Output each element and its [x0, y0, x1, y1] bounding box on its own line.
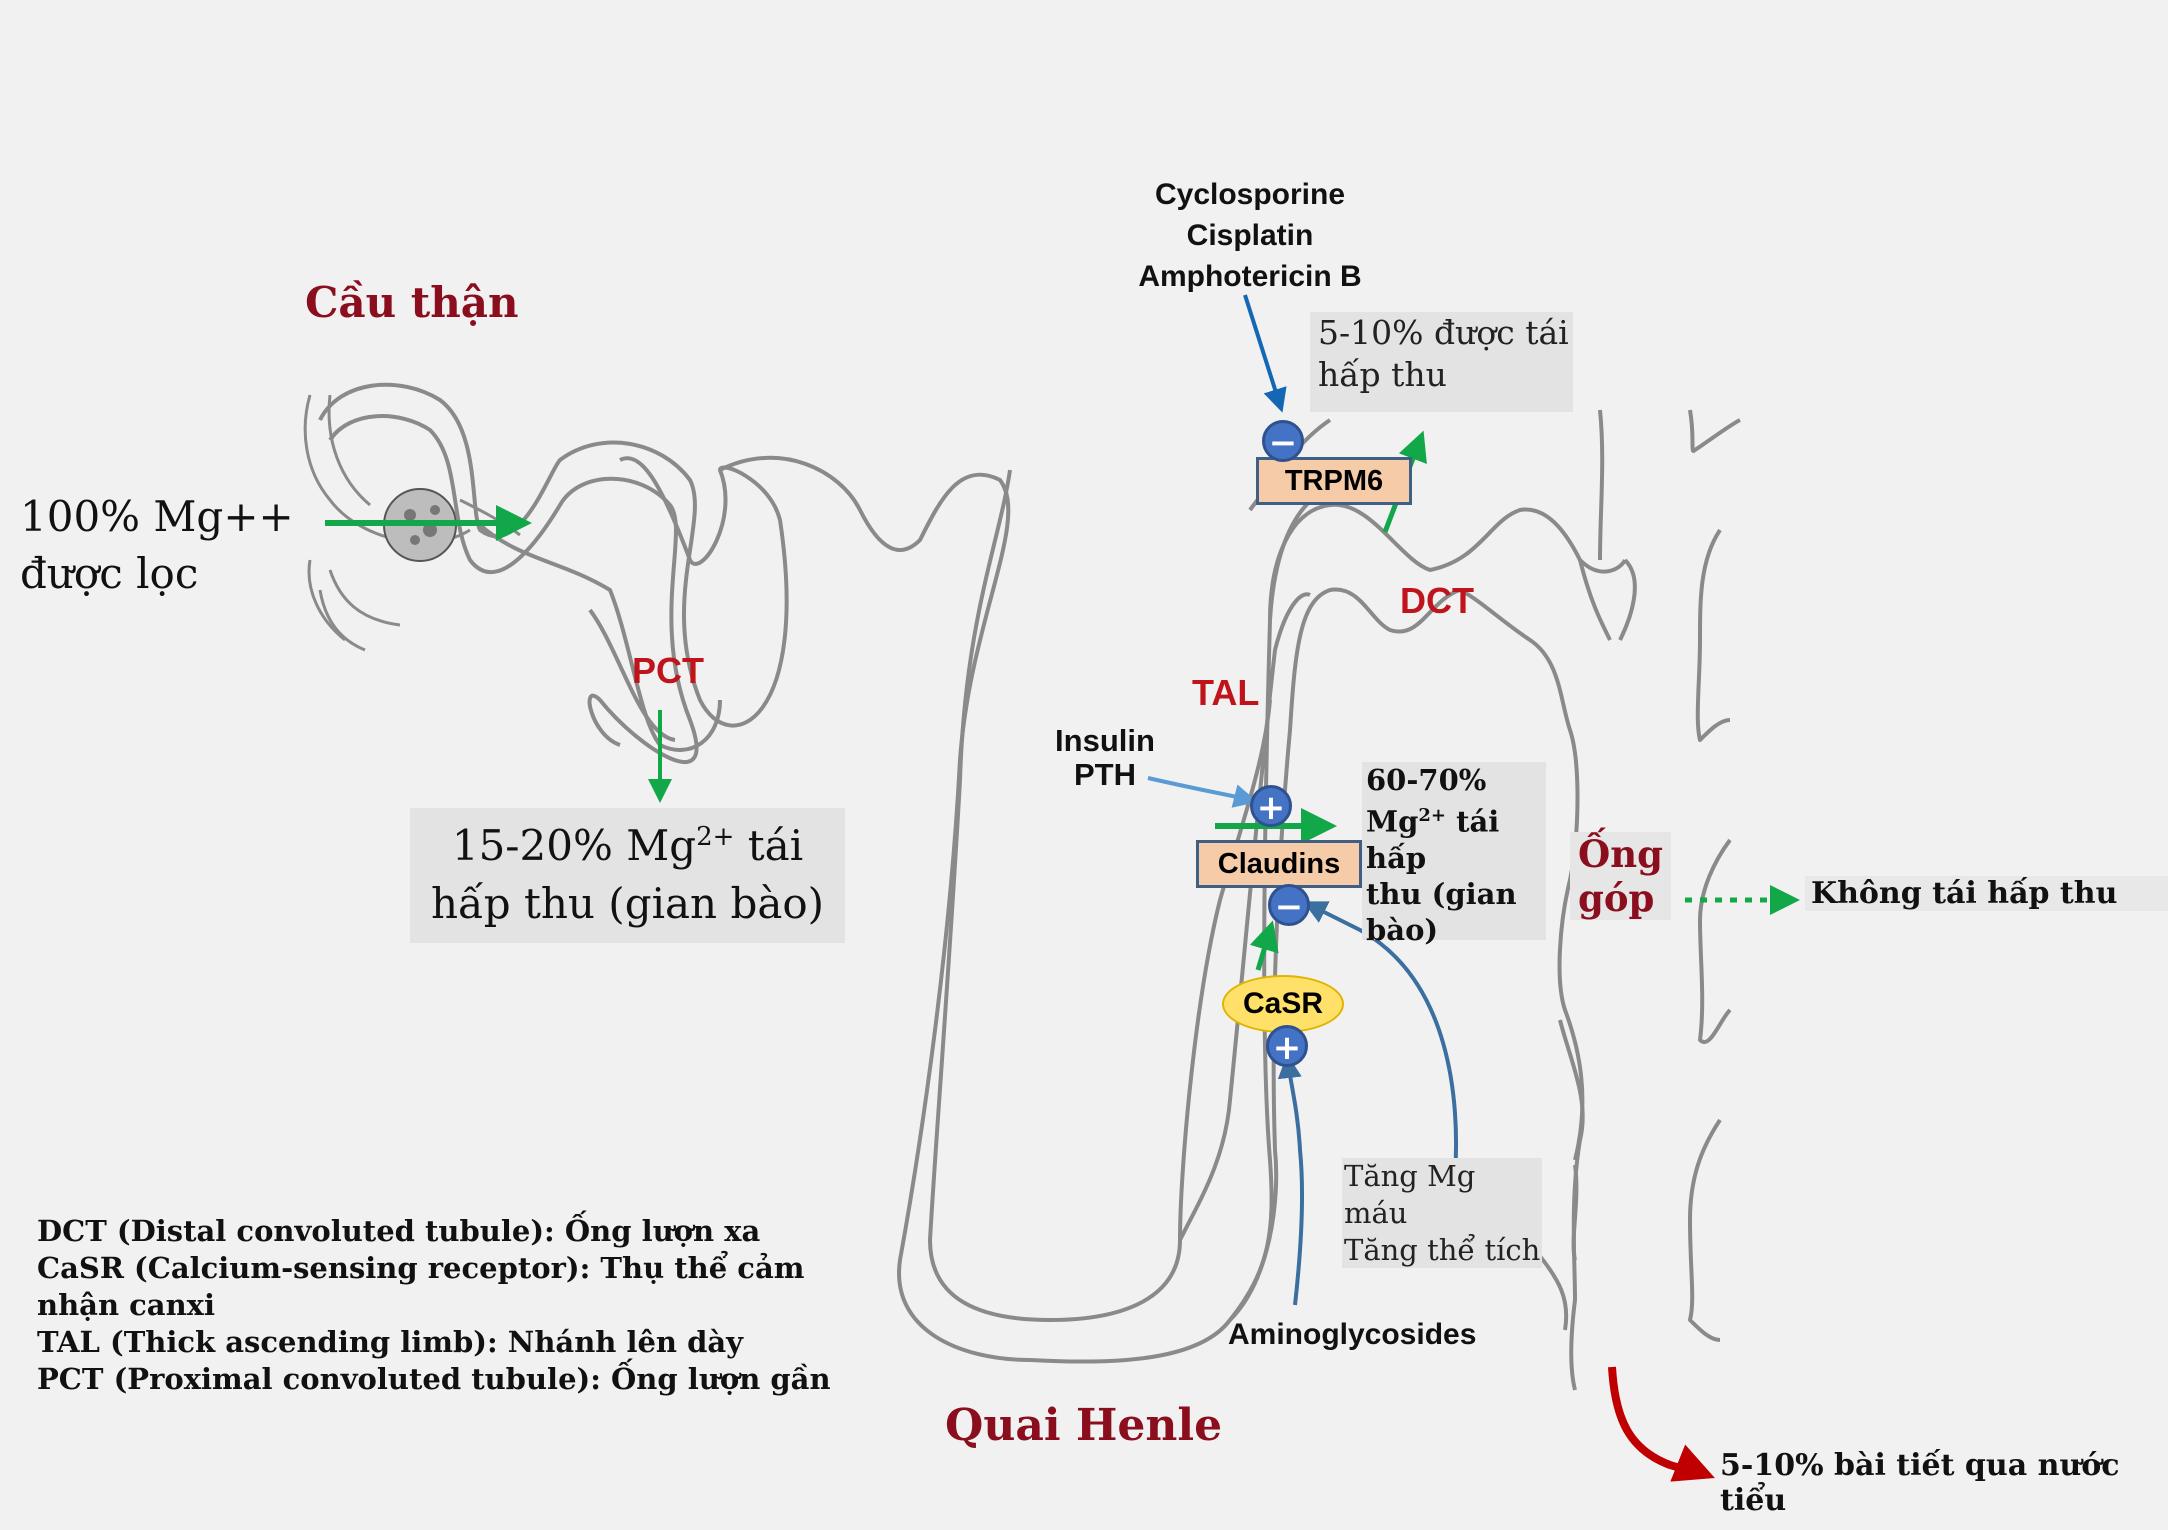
legend-dct: DCT (Distal convoluted tubule): Ống lượn…	[37, 1214, 761, 1248]
filtered-line2: được lọc	[20, 549, 199, 598]
triggers-box: Tăng Mg máu Tăng thể tích	[1342, 1158, 1542, 1268]
pct-reabsorb-box: 15-20% Mg2+ tái hấp thu (gian bào)	[410, 808, 845, 943]
trigger-hypermagnesemia: Tăng Mg máu	[1344, 1159, 1476, 1230]
excretion-arrow	[1608, 1366, 1715, 1482]
drug-inhibit-arrow	[1243, 294, 1287, 413]
pct-reabsorb-sup: 2+	[696, 822, 735, 852]
tal-reabsorb-line1: 60-70%	[1366, 763, 1487, 797]
filtered-label: 100% Mg++ được lọc	[20, 488, 294, 602]
tal-reabsorb-line3: thu (gian	[1366, 876, 1517, 911]
excretion-label: 5-10% bài tiết qua nước tiểu	[1720, 1448, 2120, 1518]
aminoglycosides-label: Aminoglycosides	[1228, 1318, 1477, 1351]
tal-reabsorb-line2: Mg2+ tái hấp	[1366, 798, 1546, 876]
casr-receptor: CaSR	[1222, 975, 1344, 1033]
glomerulus-title: Cầu thận	[305, 278, 519, 327]
dct-reabsorb-line1: 5-10% được tái	[1318, 313, 1569, 352]
triggers-arrow	[1302, 901, 1459, 1176]
legend-casr: CaSR (Calcium-sensing receptor): Thụ thể…	[37, 1251, 805, 1285]
tal-plus-sign: +	[1250, 785, 1292, 828]
pct-reabsorb-mg: 15-20% Mg	[451, 821, 697, 870]
tal-reabsorb-box: 60-70% Mg2+ tái hấp thu (gian bào)	[1362, 762, 1546, 947]
collecting-duct-line2: góp	[1578, 876, 1655, 920]
no-reabsorb-label: Không tái hấp thu	[1805, 876, 2168, 911]
casr-claudin-arrow	[1249, 920, 1279, 971]
drug-cyclosporine: Cyclosporine	[1154, 178, 1346, 211]
tal-stimulators: Insulin PTH	[1040, 724, 1170, 792]
legend-casr-cont: nhận canxi	[37, 1288, 215, 1322]
tubule-outline	[318, 382, 1741, 1391]
abbreviation-legend: DCT (Distal convoluted tubule): Ống lượn…	[37, 1213, 831, 1398]
legend-tal: TAL (Thick ascending limb): Nhánh lên dà…	[37, 1325, 744, 1359]
trpm6-channel: TRPM6	[1256, 457, 1412, 505]
filtered-line1: 100% Mg++	[20, 492, 294, 541]
claudins-minus-sign: −	[1268, 884, 1310, 927]
pct-reabsorb-line2: hấp thu (gian bào)	[430, 879, 825, 928]
trigger-volume: Tăng thể tích	[1344, 1233, 1541, 1267]
insulin-pth-arrow	[1147, 776, 1258, 808]
tal-reabsorb-line4: bào)	[1366, 912, 1439, 947]
tal-reabsorb-mg: Mg	[1366, 804, 1419, 839]
collecting-duct-label: Ống góp	[1570, 832, 1672, 920]
legend-pct: PCT (Proximal convoluted tubule): Ống lư…	[37, 1362, 831, 1396]
dct-reabsorb-line2: hấp thu	[1318, 355, 1447, 394]
claudins-channel: Claudins	[1196, 840, 1362, 888]
dct-label: DCT	[1400, 580, 1474, 621]
drug-amphotericin: Amphotericin B	[1138, 260, 1362, 293]
stimulator-insulin: Insulin	[1055, 723, 1155, 758]
drug-cisplatin: Cisplatin	[1186, 219, 1314, 252]
tal-reabsorb-sup: 2+	[1418, 805, 1446, 826]
drugs-top: Cyclosporine Cisplatin Amphotericin B	[1135, 174, 1365, 297]
collecting-duct-line1: Ống	[1578, 832, 1664, 876]
pct-reabsorb-tail: tái	[734, 821, 804, 870]
pct-reabsorb-line1: 15-20% Mg2+ tái	[410, 808, 845, 875]
aminoglycosides-arrow	[1277, 1054, 1305, 1306]
stimulator-pth: PTH	[1074, 757, 1136, 792]
pct-label: PCT	[632, 650, 704, 691]
dct-reabsorb-box: 5-10% được tái hấp thu	[1310, 312, 1573, 412]
casr-plus-sign: +	[1266, 1025, 1308, 1068]
trpm6-inhibit-sign: −	[1262, 420, 1304, 463]
loop-henle-title: Quai Henle	[945, 1400, 1223, 1451]
tal-label: TAL	[1192, 672, 1260, 713]
tal-reabsorb-tail: tái hấp	[1366, 804, 1500, 875]
